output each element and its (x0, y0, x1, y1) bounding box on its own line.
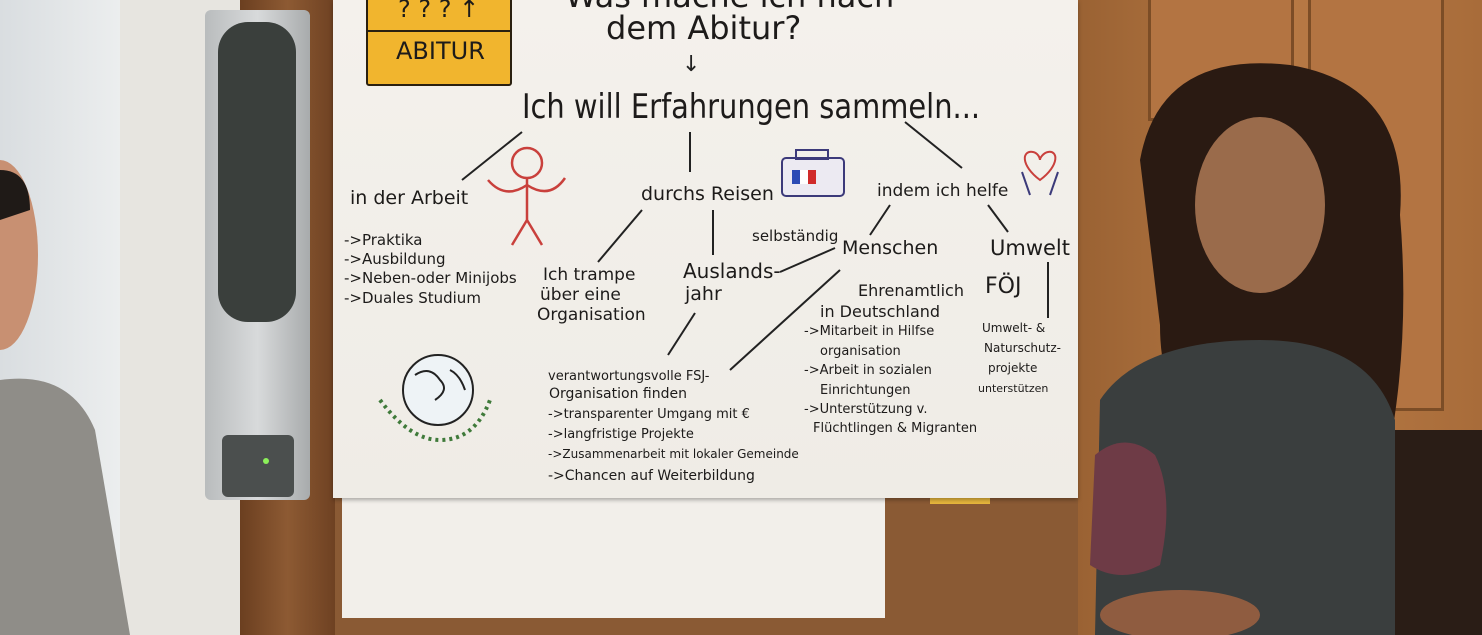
list-item: unterstützen (978, 382, 1049, 395)
list-item: ->Mitarbeit in Hilfse (804, 324, 935, 339)
sign-top: ? ? ? ↑ (398, 0, 480, 23)
title-line2: dem Abitur? (606, 9, 802, 47)
abitur-sign-icon: ? ? ? ↑ ABITUR (366, 0, 512, 86)
flipchart-page-under (342, 498, 885, 618)
ehrenamt-line: Ehrenamtlich (858, 281, 964, 300)
list-item: ->Duales Studium (344, 289, 481, 307)
arrow-line (869, 204, 891, 236)
arrow-line (667, 312, 696, 356)
sign-label: ABITUR (396, 37, 485, 65)
branch-reisen: durchs Reisen (641, 183, 774, 205)
trampe-line: Ich trampe (543, 265, 636, 285)
branch-helfen: indem ich helfe (877, 181, 1009, 201)
foej: FÖJ (985, 274, 1022, 299)
main-statement: Ich will Erfahrungen sammeln... (522, 87, 981, 127)
list-item: ->Zusammenarbeit mit lokaler Gemeinde (548, 447, 799, 461)
list-item: ->Ausbildung (344, 250, 446, 268)
list-item: ->Arbeit in sozialen (804, 363, 932, 378)
list-item: Naturschutz- (984, 341, 1061, 355)
umwelt: Umwelt (990, 236, 1070, 260)
list-item: ->Chancen auf Weiterbildung (548, 468, 755, 484)
trampe-line: über eine (540, 285, 621, 305)
speaker-grill (218, 22, 296, 322)
list-item: ->langfristige Projekte (548, 427, 694, 442)
heart-hands-icon (1021, 150, 1059, 196)
arrow-icon: ↓ (682, 52, 701, 77)
ausland-line: Auslands- (683, 259, 781, 283)
ausland-line: jahr (685, 283, 722, 305)
person-right (1090, 63, 1404, 635)
list-item: Umwelt- & (982, 321, 1046, 335)
fsj-line: Organisation finden (549, 386, 687, 402)
arrow-line (987, 204, 1009, 233)
arrow-line (779, 247, 836, 273)
list-item: projekte (988, 361, 1038, 375)
list-item: ->Neben-oder Minijobs (344, 269, 517, 287)
list-item: ->Unterstützung v. (804, 402, 928, 417)
arrow-line (729, 269, 841, 371)
list-item: ->transparenter Umgang mit € (548, 407, 750, 422)
fsj-line: verantwortungsvolle FSJ- (548, 369, 710, 384)
list-item: Flüchtlingen & Migranten (813, 421, 978, 436)
branch-arbeit: in der Arbeit (350, 187, 469, 209)
globe-icon (378, 354, 492, 443)
list-item: Einrichtungen (820, 383, 911, 398)
list-item: organisation (820, 344, 901, 359)
person-left (0, 160, 130, 635)
arrow-line (461, 131, 523, 181)
selbstaendig: selbständig (752, 227, 839, 245)
arrow-line (904, 121, 963, 169)
ehrenamt-line: in Deutschland (820, 302, 941, 321)
menschen: Menschen (842, 237, 939, 259)
suitcase-icon (781, 149, 845, 197)
power-led-icon (263, 458, 269, 464)
stick-figure-icon (487, 146, 567, 246)
list-item: ->Praktika (344, 231, 423, 249)
title-line1: Was mache ich nach (565, 0, 894, 15)
trampe-line: Organisation (537, 305, 646, 325)
speaker-controls (222, 435, 294, 497)
arrow-line (597, 209, 643, 263)
